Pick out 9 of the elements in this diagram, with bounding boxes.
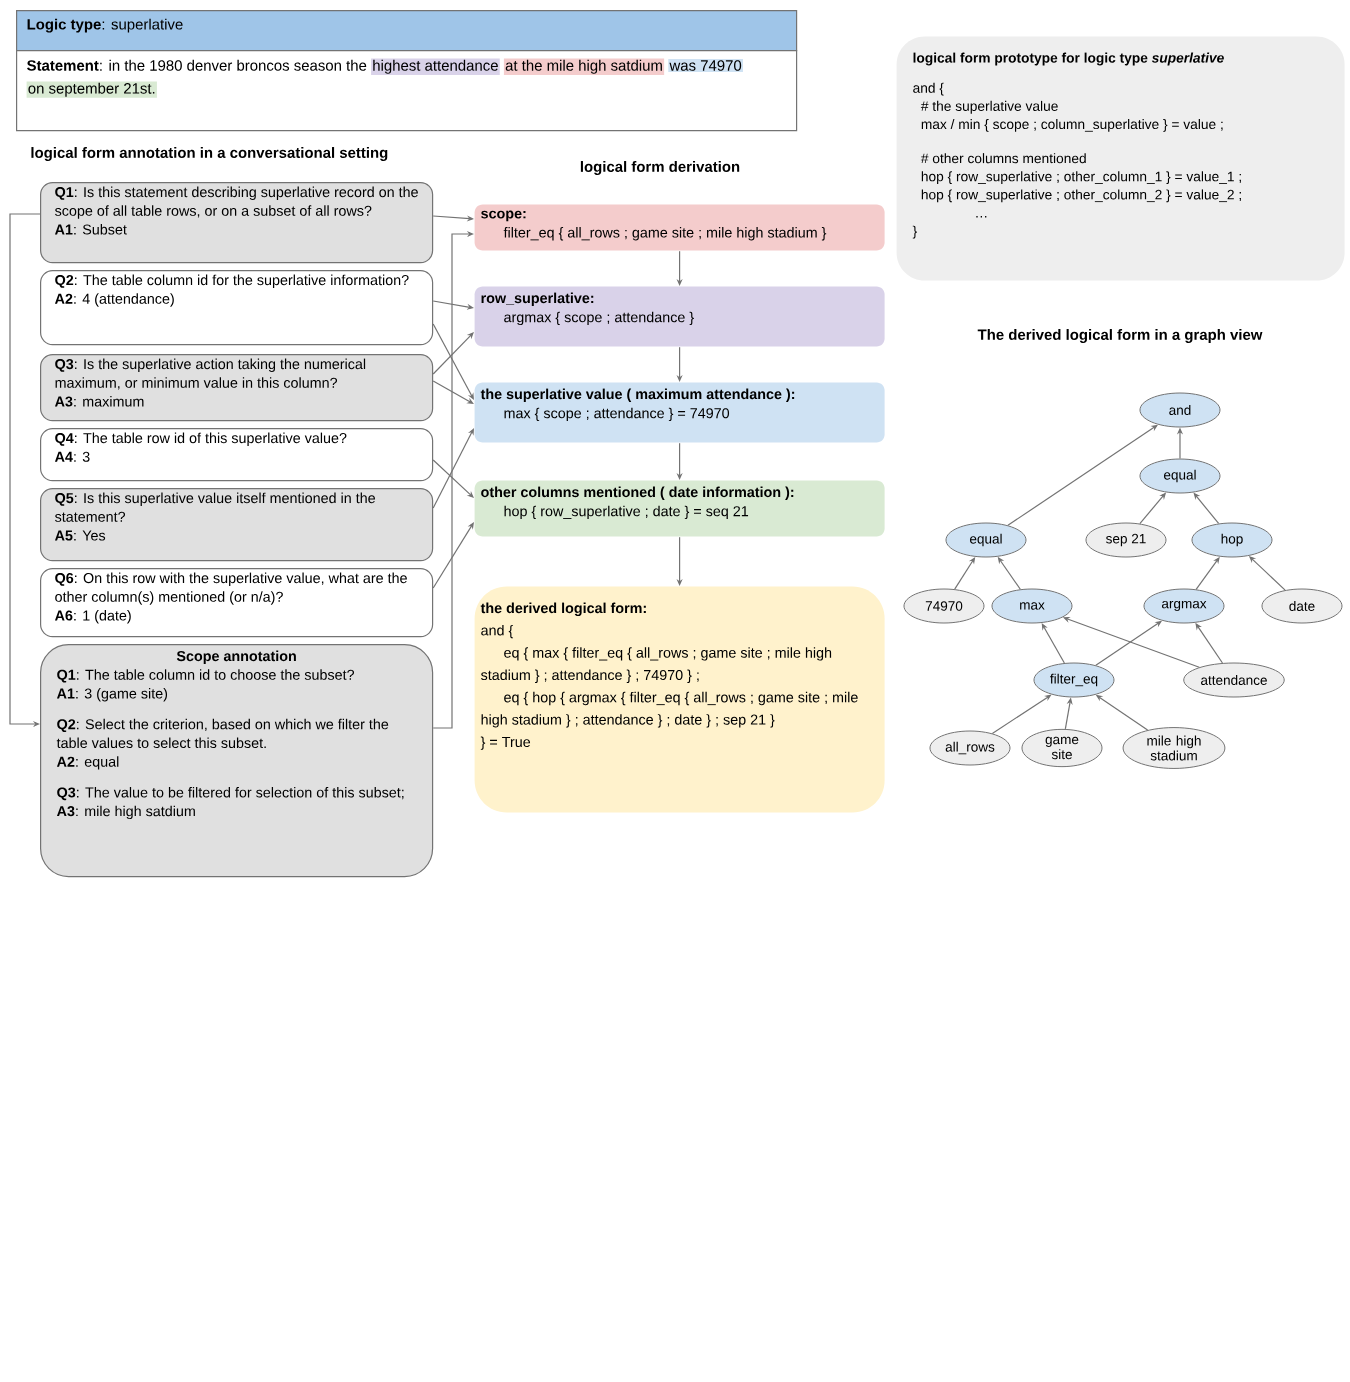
arrow	[432, 522, 474, 589]
arrow	[432, 428, 474, 509]
arrow	[432, 380, 474, 404]
arrow	[432, 332, 474, 375]
arrow	[1041, 623, 1065, 664]
arrow	[432, 230, 474, 729]
arrow	[432, 459, 474, 498]
arrow	[432, 323, 474, 400]
arrow	[432, 300, 474, 310]
